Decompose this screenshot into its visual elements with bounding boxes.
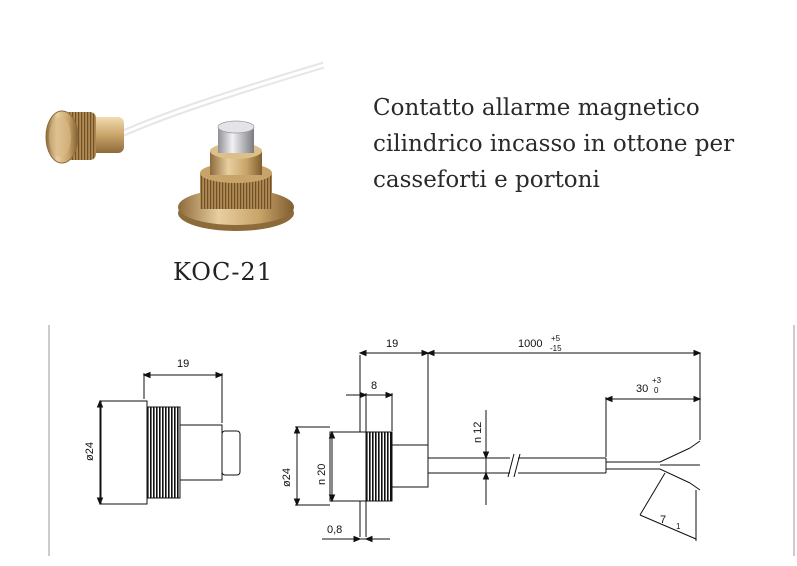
contact-standing (178, 120, 294, 231)
description-line: casseforti e portoni (373, 167, 600, 193)
mounted-length-label: 19 (386, 338, 398, 350)
mounted-diameter-label: ø24 (281, 468, 293, 487)
cable-tol-plus: +5 (551, 334, 561, 343)
wire-tol-label: 1 (676, 522, 681, 531)
strip-tol-minus: 0 (654, 386, 659, 395)
description-line: cilindrico incasso in ottone per (373, 131, 735, 157)
strip-tol-plus: +3 (652, 376, 662, 385)
thickness-label: 0,8 (327, 524, 342, 536)
bore-label: n 20 (316, 464, 328, 485)
product-description: Contatto allarme magnetico cilindrico in… (373, 90, 773, 198)
technical-drawing: 19 ø24 (48, 325, 795, 556)
cable-tol-minus: -15 (550, 344, 562, 353)
side-view (96, 371, 241, 506)
model-code: KOC-21 (173, 258, 273, 286)
product-photo (45, 61, 324, 231)
side-diameter-label: ø24 (84, 442, 96, 461)
mounted-view (293, 349, 702, 543)
wire-strip-label: 7 (660, 514, 666, 526)
contact-lying (45, 110, 124, 164)
description-line: Contatto allarme magnetico (373, 95, 700, 121)
cable-length-label: 1000 (518, 338, 542, 350)
cable-diameter-label: n 12 (472, 422, 484, 443)
flange-label: 8 (371, 380, 377, 392)
strip-length-label: 30 (636, 383, 648, 395)
side-length-label: 19 (177, 358, 189, 370)
